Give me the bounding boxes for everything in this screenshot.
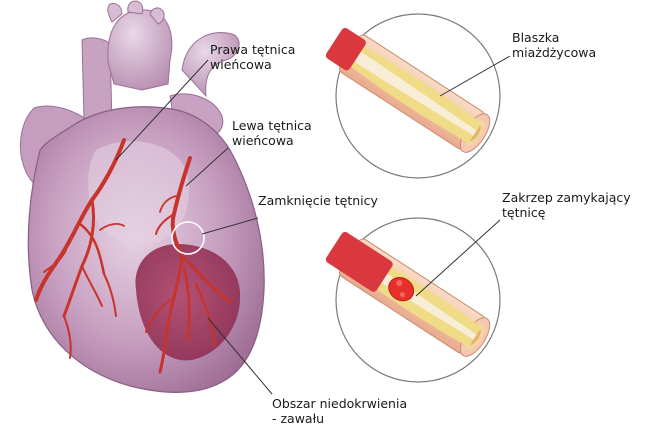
label-occlusion: Zamknięcie tętnicy bbox=[258, 193, 378, 208]
aorta bbox=[108, 10, 172, 90]
label-left-coronary: Lewa tętnica wieńcowa bbox=[232, 118, 312, 148]
artery-cross-section-plaque bbox=[322, 14, 500, 178]
label-right-coronary: Prawa tętnica wieńcowa bbox=[210, 42, 295, 72]
label-clot: Zakrzep zamykający tętnicę bbox=[502, 190, 631, 220]
label-ischemia: Obszar niedokrwienia - zawału bbox=[272, 396, 407, 426]
label-plaque: Blaszka miażdżycowa bbox=[512, 30, 596, 60]
aorta-branch-2 bbox=[128, 1, 143, 14]
artery-cross-section-clot bbox=[322, 218, 500, 382]
